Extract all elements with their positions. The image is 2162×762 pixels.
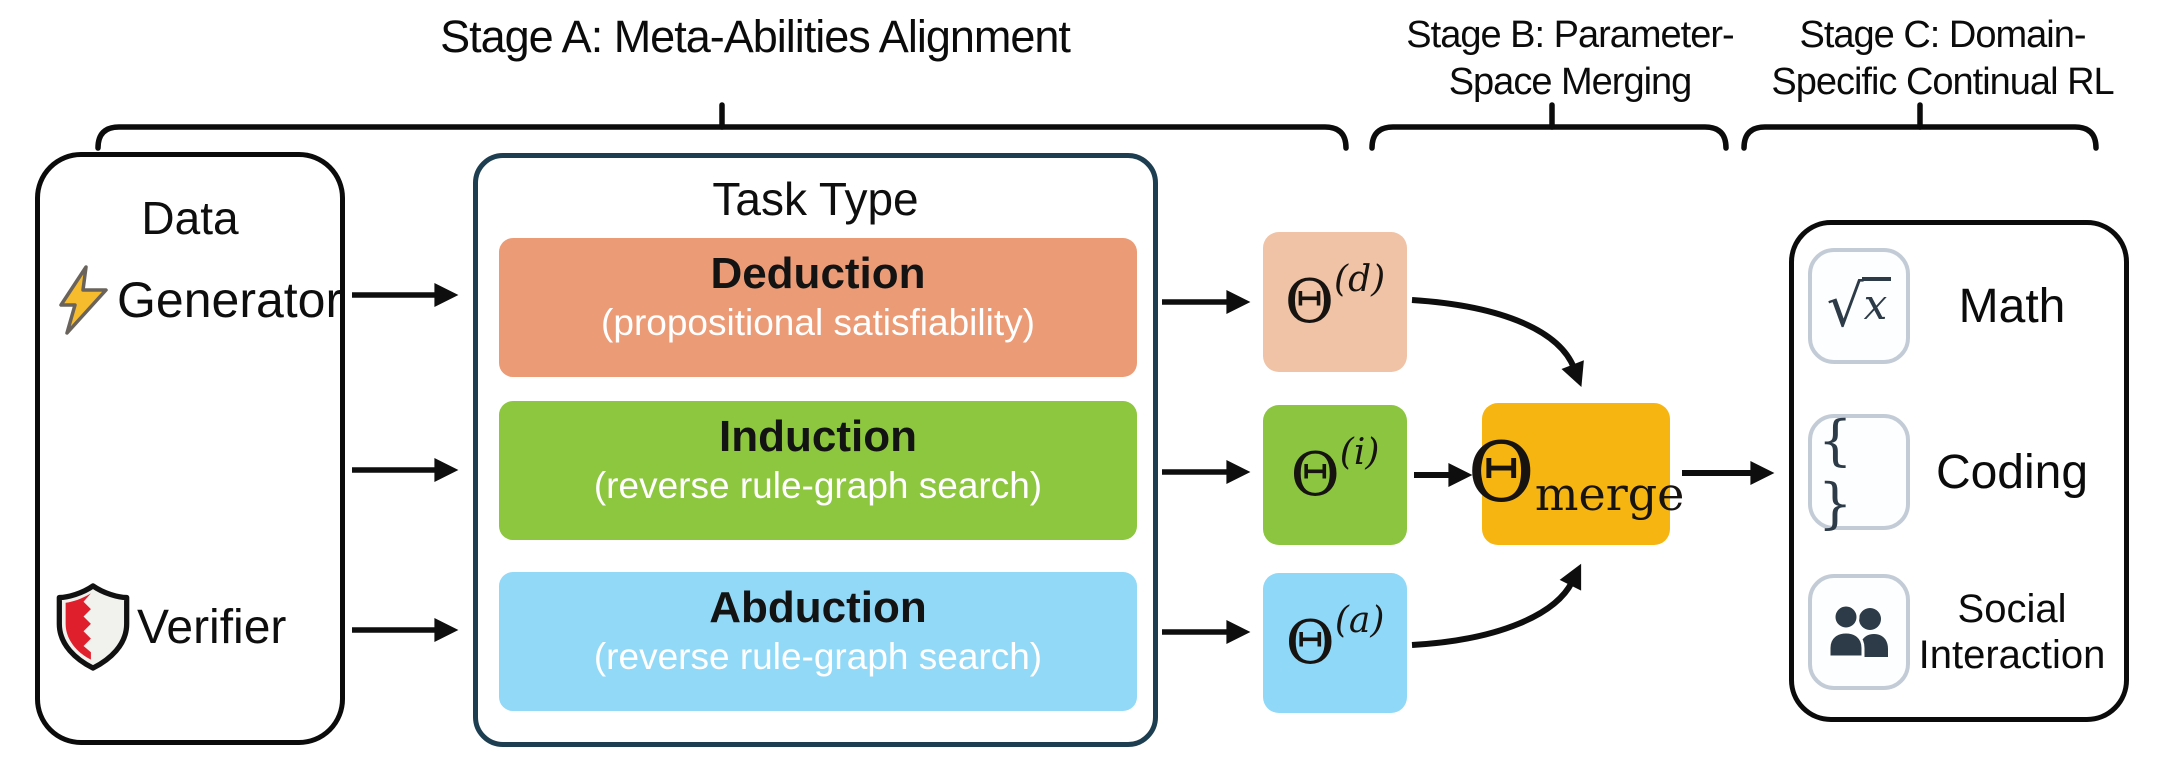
task-card-deduction: Deduction (propositional satisfiability) bbox=[499, 238, 1137, 377]
theta-a-superscript: (a) bbox=[1334, 600, 1385, 641]
social-interaction-label: Social Interaction bbox=[1910, 586, 2114, 678]
social-label-line2: Interaction bbox=[1918, 633, 2106, 677]
task-card-induction: Induction (reverse rule-graph search) bbox=[499, 401, 1137, 540]
task-to-theta-arrows bbox=[1162, 290, 1251, 644]
stage-b-title-line2: Space Merging bbox=[1448, 61, 1693, 103]
stage-c-brace bbox=[1741, 102, 2099, 151]
domain-box: √x Math { } Coding Social Interaction bbox=[1789, 220, 2129, 722]
sqrt-x-icon: √x bbox=[1808, 248, 1910, 364]
data-box-title: Data bbox=[141, 192, 239, 244]
stage-a-title: Stage A: Meta-Abilities Alignment bbox=[440, 11, 1071, 62]
theta-abduction-box: Θ(a) bbox=[1263, 573, 1407, 713]
generator-label: Generator bbox=[117, 272, 343, 328]
verifier-row: Verifier bbox=[53, 579, 286, 675]
domain-row-social: Social Interaction bbox=[1808, 573, 2114, 691]
stage-b-title: Stage B: Parameter- Space Merging bbox=[1385, 12, 1755, 106]
theta-induction-box: Θ(i) bbox=[1263, 405, 1407, 545]
induction-title: Induction bbox=[719, 412, 917, 461]
abduction-title: Abduction bbox=[709, 583, 927, 632]
theta-merge-subscript: merge bbox=[1534, 467, 1685, 521]
coding-label: Coding bbox=[1935, 445, 2089, 499]
math-label: Math bbox=[1958, 279, 2066, 333]
deduction-title: Deduction bbox=[710, 249, 926, 298]
data-to-task-arrows bbox=[352, 283, 459, 642]
lightning-bolt-icon bbox=[59, 265, 108, 335]
theta-deduction-box: Θ(d) bbox=[1263, 232, 1407, 372]
theta-a-symbol: Θ bbox=[1285, 608, 1335, 678]
shield-icon bbox=[56, 583, 130, 671]
task-card-abduction: Abduction (reverse rule-graph search) bbox=[499, 572, 1137, 711]
induction-subtitle: (reverse rule-graph search) bbox=[593, 465, 1043, 506]
stage-b-brace bbox=[1369, 102, 1729, 151]
task-type-box: Task Type Deduction (propositional satis… bbox=[473, 153, 1158, 747]
curly-braces-icon: { } bbox=[1808, 409, 1910, 535]
stage-a-brace bbox=[95, 102, 1349, 151]
theta-d-symbol: Θ bbox=[1284, 267, 1335, 337]
stage-b-title-line1: Stage B: Parameter- bbox=[1406, 14, 1734, 56]
abduction-subtitle: (reverse rule-graph search) bbox=[593, 636, 1043, 677]
deduction-subtitle: (propositional satisfiability) bbox=[601, 302, 1035, 343]
theta-i-superscript: (i) bbox=[1339, 432, 1380, 473]
generator-row: Generator bbox=[53, 261, 342, 339]
domain-row-math: √x Math bbox=[1808, 247, 2114, 365]
people-icon bbox=[1808, 574, 1910, 690]
data-pipeline-box: Data Generator Verifier bbox=[35, 152, 345, 745]
stage-c-title: Stage C: Domain- Specific Continual RL bbox=[1750, 12, 2135, 106]
verifier-label: Verifier bbox=[137, 600, 287, 654]
theta-i-symbol: Θ bbox=[1290, 440, 1340, 510]
domain-row-coding: { } Coding bbox=[1808, 409, 2114, 535]
task-type-title: Task Type bbox=[712, 173, 919, 225]
stage-c-title-line2: Specific Continual RL bbox=[1771, 61, 2114, 103]
theta-d-superscript: (d) bbox=[1334, 259, 1386, 300]
theta-merge-symbol: Θ bbox=[1467, 426, 1535, 521]
social-label-line1: Social bbox=[1957, 587, 2067, 631]
stage-c-title-line1: Stage C: Domain- bbox=[1799, 14, 2086, 56]
